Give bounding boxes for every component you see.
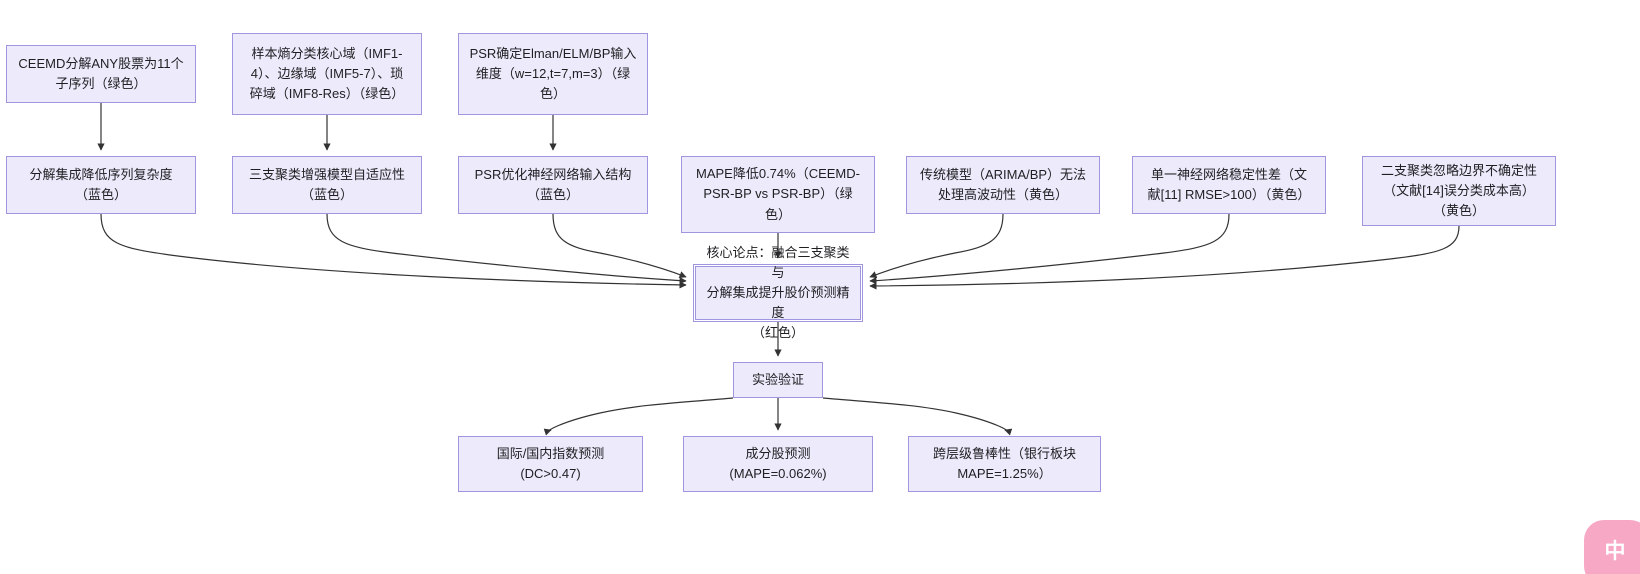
edge-n11-n14 (822, 397, 1013, 436)
node-label: 三支聚类增强模型自适应性 （蓝色） (248, 166, 405, 202)
node-experimental-verification[interactable]: 实验验证 (733, 362, 823, 398)
node-label: PSR优化神经网络输入结构 （蓝色） (474, 166, 632, 202)
node-single-network-instability[interactable]: 单一神经网络稳定性差（文 献[11] RMSE>100）（黄色） (1132, 156, 1326, 214)
node-core-thesis[interactable]: 核心论点：融合三支聚类与 分解集成提升股价预测精度 （红色） (693, 245, 863, 340)
watermark-badge: 中 (1584, 520, 1640, 574)
node-constituent-stock-prediction-result[interactable]: 成分股预测 (MAPE=0.062%) (683, 436, 873, 492)
node-mape-reduction[interactable]: MAPE降低0.74%（CEEMD- PSR-BP vs PSR-BP）（绿 色… (681, 156, 875, 233)
node-psr-input-dimension[interactable]: PSR确定Elman/ELM/BP输入 维度（w=12,t=7,m=3）（绿 色… (458, 33, 648, 115)
node-label: 跨层级鲁棒性（银行板块 MAPE=1.25%） (932, 445, 1076, 481)
edge-n5-core (326, 213, 687, 285)
node-label: MAPE降低0.74%（CEEMD- PSR-BP vs PSR-BP）（绿 色… (696, 166, 860, 222)
edge-n6-core (552, 213, 687, 279)
node-label: 传统模型（ARIMA/BP）无法 处理高波动性（黄色） (919, 166, 1087, 202)
edge-n9-core (869, 213, 1230, 285)
node-label: 核心论点：融合三支聚类与 分解集成提升股价预测精度 （红色） (706, 244, 850, 341)
node-ceemd-decomposition[interactable]: CEEMD分解ANY股票为11个 子序列（绿色） (6, 45, 196, 103)
edge-n10-core (869, 225, 1460, 290)
watermark-text: 中 (1604, 539, 1626, 563)
node-label: 国际/国内指数预测 (DC>0.47) (496, 445, 605, 481)
node-psr-optimizes-network-input[interactable]: PSR优化神经网络输入结构 （蓝色） (458, 156, 648, 214)
node-label: 实验验证 (751, 371, 804, 387)
node-label: 单一神经网络稳定性差（文 献[11] RMSE>100）（黄色） (1147, 166, 1311, 202)
node-two-way-clustering-limitation[interactable]: 二支聚类忽略边界不确定性 （文献[14]误分类成本高） （黄色） (1362, 156, 1556, 226)
edge-n8-core (869, 213, 1004, 279)
node-index-prediction-result[interactable]: 国际/国内指数预测 (DC>0.47) (458, 436, 643, 492)
node-label: 分解集成降低序列复杂度 （蓝色） (29, 166, 173, 202)
node-label: 二支聚类忽略边界不确定性 （文献[14]误分类成本高） （黄色） (1380, 162, 1537, 219)
node-sample-entropy-classification[interactable]: 样本熵分类核心域（IMF1- 4）、边缘域（IMF5-7）、琐 碎域（IMF8-… (232, 33, 422, 115)
node-traditional-models-limitation[interactable]: 传统模型（ARIMA/BP）无法 处理高波动性（黄色） (906, 156, 1100, 214)
edge-n4-core (100, 213, 687, 289)
node-three-way-clustering-adaptivity[interactable]: 三支聚类增强模型自适应性 （蓝色） (232, 156, 422, 214)
node-label: PSR确定Elman/ELM/BP输入 维度（w=12,t=7,m=3）（绿 色… (469, 45, 637, 102)
node-label: CEEMD分解ANY股票为11个 子序列（绿色） (18, 55, 184, 91)
node-cross-level-robustness-result[interactable]: 跨层级鲁棒性（银行板块 MAPE=1.25%） (908, 436, 1101, 492)
node-label: 样本熵分类核心域（IMF1- 4）、边缘域（IMF5-7）、琐 碎域（IMF8-… (249, 45, 405, 102)
node-decomposition-reduces-complexity[interactable]: 分解集成降低序列复杂度 （蓝色） (6, 156, 196, 214)
node-label: 成分股预测 (MAPE=0.062%) (729, 445, 827, 481)
edge-n11-n12 (543, 397, 734, 436)
